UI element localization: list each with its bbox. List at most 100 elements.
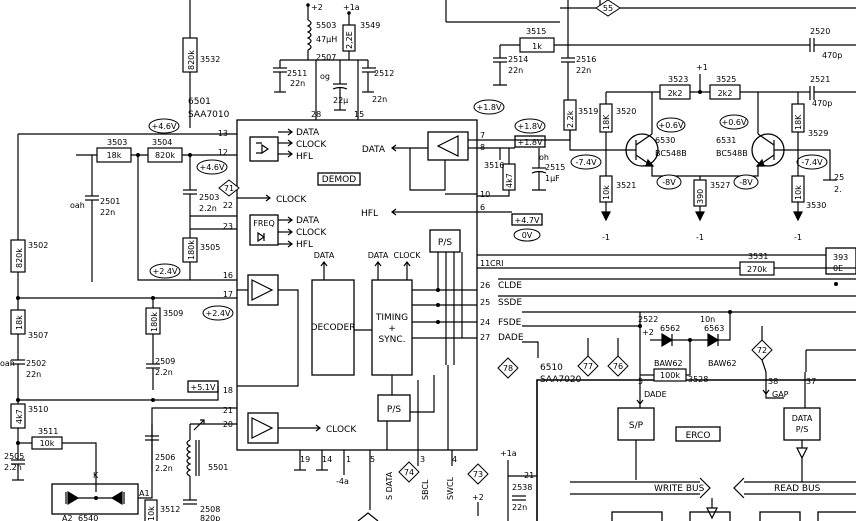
connector-55-label: 55	[603, 4, 613, 13]
right-amplifier-network: 55 1k 3515 2514 22n 2516 22n +1.8V +1.8V…	[473, 0, 856, 384]
demod-title-box	[317, 172, 361, 186]
v46a-label: +4.6V	[152, 122, 177, 131]
connector-tags: 78 77 76 74 73 +2 +1a 2538 22n	[357, 338, 629, 521]
r3532-value: 820k	[187, 50, 196, 70]
d6562-icon	[661, 332, 674, 348]
r3532-ref: 3532	[200, 55, 220, 64]
c2506-value: 2.2n	[155, 464, 173, 473]
sig-sbcl: SBCL	[421, 479, 430, 500]
supply-network-top: +2 5503 47µH +1a 2,2E 3549 2507 2511 22n…	[273, 0, 856, 120]
v46a-badge	[148, 118, 180, 134]
r3516-ref: 3516	[484, 161, 504, 170]
write-bus-label: WRITE BUS	[654, 484, 705, 494]
supply-plus2-top: +2	[311, 3, 323, 12]
v18b-label: +1.8V	[518, 122, 543, 131]
d6540-a1: A1	[139, 489, 150, 498]
r3519-value: 2.2k	[566, 110, 575, 128]
c2509-ref: 2509	[155, 357, 175, 366]
r3530-ref: 3530	[806, 201, 826, 210]
d6540-diode-b-icon	[110, 490, 123, 506]
sig-clock-1: CLOCK	[296, 140, 327, 150]
r3505-value: 180k	[187, 240, 196, 260]
connector-74-label: 74	[404, 468, 414, 477]
v74a-badge	[570, 154, 602, 170]
r3512-value: 10k	[147, 506, 156, 521]
sig-data-out: DATA	[362, 145, 386, 155]
amp-17-icon	[251, 279, 274, 301]
v0-label: 0V	[522, 231, 533, 240]
r3503-value: 18k	[107, 151, 122, 160]
diode-icon	[261, 143, 270, 155]
r3530-value: 10k	[794, 185, 803, 200]
c2501-value: 22n	[100, 208, 115, 217]
r3520-ref: 3520	[616, 107, 636, 116]
r3527-value: 390	[696, 189, 705, 204]
r3515-value: 1k	[532, 42, 542, 51]
c2520-ref: 2520	[810, 27, 830, 36]
c2516-value: 22n	[576, 66, 591, 75]
r3549-value: 2,2E	[345, 31, 354, 49]
c2521-ref: 2521	[810, 75, 830, 84]
sig-data-1: DATA	[296, 128, 320, 138]
amp-triangle-icon	[436, 135, 459, 157]
c2514-value: 22n	[508, 66, 523, 75]
supply-oah-2: oah	[0, 359, 15, 368]
supply-minus1-c: -1	[794, 233, 802, 242]
c25x-ref: 25	[834, 173, 844, 182]
r3507-value: 18k	[15, 315, 24, 330]
r3511-ref: 3511	[38, 427, 58, 436]
v18b-badge	[514, 118, 546, 134]
c2522-value: 10n	[700, 315, 715, 324]
v8a-badge	[656, 174, 682, 190]
erco-pin-38: 38	[768, 377, 778, 386]
v74b-label: -7.4V	[801, 158, 823, 167]
timing-label-1: TIMING	[375, 313, 408, 323]
connector-74	[398, 461, 420, 483]
c2511-ref: 2511	[287, 69, 307, 78]
u393-body	[825, 247, 856, 275]
v8b-label: -8V	[739, 178, 753, 187]
c22u-value: 22µ	[333, 96, 348, 105]
sig-s-data: S DATA	[385, 471, 394, 500]
c2506-ref: 2506	[155, 453, 175, 462]
v06a-label: +0.6V	[659, 121, 684, 130]
phase-icon	[256, 142, 262, 154]
timing-label-3: SYNC.	[378, 335, 405, 345]
r3531-ref: 3531	[748, 252, 768, 261]
r3512-body	[144, 499, 158, 521]
pin-26: 26	[480, 281, 490, 290]
r3531-body	[739, 261, 775, 276]
r3529-value: 18K	[794, 114, 803, 130]
r3521-ref: 3521	[616, 181, 636, 190]
connector-78	[497, 357, 519, 379]
pin-3: 3	[420, 455, 425, 464]
v06b-label: +0.6V	[722, 118, 747, 127]
v06b-badge	[719, 114, 749, 130]
c2511-value: 22n	[290, 79, 305, 88]
decoder-label: DECODER	[311, 323, 356, 333]
connector-73-label: 73	[473, 470, 483, 479]
pin-5: 5	[370, 455, 375, 464]
r3528-ref: 3528	[688, 375, 708, 384]
sig-hfl-1: HFL	[296, 152, 313, 162]
ic-6510-type: SAA7020	[540, 375, 582, 385]
sig-hfl-out: HFL	[361, 209, 378, 219]
pin-16: 16	[223, 271, 233, 280]
d6562-type: BAW62	[654, 359, 683, 368]
ic-6510-erco: 6510 SAA7020 ERCO 5 DADE 38 GAP 37 21 S/…	[524, 363, 856, 521]
r3529-ref: 3529	[808, 129, 828, 138]
pin-14: 14	[322, 455, 332, 464]
c2501-ref: 2501	[100, 197, 120, 206]
ic-6501-type: SAA7010	[188, 110, 230, 120]
supply-plus2-b: +2	[472, 493, 484, 502]
freq-label: FREQ	[253, 219, 275, 228]
sig-clock-in: CLOCK	[394, 251, 422, 260]
sig-clde: CLDE	[498, 281, 522, 291]
supply-oah-3: oh	[539, 153, 549, 162]
ps-block-top	[429, 229, 461, 253]
ic-6501-body	[236, 119, 478, 451]
data-ps-label-1: DATA	[792, 414, 813, 423]
c2538-ref: 2538	[512, 483, 532, 492]
c2503-value: 2.2n	[199, 204, 217, 213]
freq-diode-icon	[257, 231, 266, 243]
